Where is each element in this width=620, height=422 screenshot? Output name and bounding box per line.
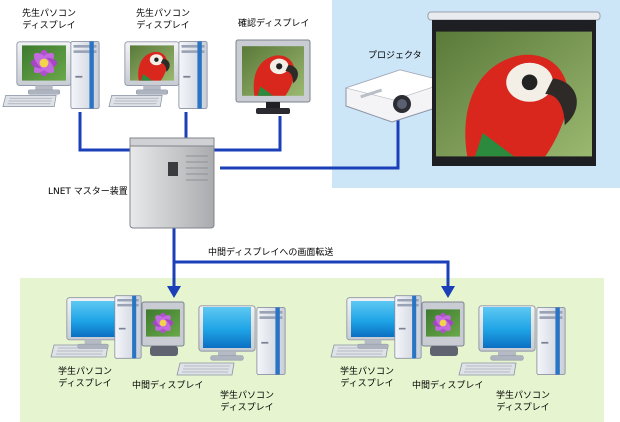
label-line: 先生パソコン [136, 9, 191, 19]
label-line: ディスプレイ [220, 403, 274, 413]
master-unit-icon [129, 137, 215, 229]
label-confirm-display: 確認ディスプレイ [238, 18, 309, 30]
label-line: プロジェクタ [368, 51, 422, 61]
cable-confirm [212, 116, 282, 152]
arrow-left [167, 286, 181, 298]
computer-icon [256, 306, 286, 376]
keyboard-icon [108, 95, 163, 107]
flower-screen-icon [426, 309, 460, 337]
cable-transfer [172, 228, 450, 288]
label-line: LNET マスター装置 [48, 187, 128, 197]
label-middle-display-right: 中間ディスプレイ [412, 380, 483, 392]
flower-screen-icon [22, 45, 66, 81]
blue-screen-icon [351, 301, 395, 337]
student-group-right [330, 295, 566, 376]
label-line: 学生パソコン [340, 367, 395, 377]
label-line: ディスプレイ [58, 379, 112, 389]
label-master-unit: LNET マスター装置 [48, 186, 128, 198]
label-screen-transfer: 中間ディスプレイへの画面転送 [208, 247, 333, 259]
label-line: ディスプレイ [136, 21, 190, 31]
label-line: 確認ディスプレイ [238, 19, 310, 29]
label-middle-display-left: 中間ディスプレイ [132, 380, 203, 392]
label-line: ディスプレイ [22, 21, 76, 31]
blue-screen-icon [71, 301, 115, 337]
network-cables [78, 112, 450, 288]
student-group-left [50, 295, 286, 376]
projector-icon [344, 69, 450, 123]
keyboard-icon [2, 95, 57, 107]
label-line: 中間ディスプレイ [412, 381, 484, 391]
label-line: 学生パソコン [496, 391, 551, 401]
label-teacher-pc-2: 先生パソコン ディスプレイ [136, 8, 190, 32]
teacher-pc-1 [2, 40, 100, 110]
label-line: 学生パソコン [58, 367, 113, 377]
computer-icon [178, 40, 208, 110]
arrow-right [441, 286, 455, 298]
label-line: 先生パソコン [22, 9, 77, 19]
label-student-pc-left-a: 学生パソコン ディスプレイ [58, 366, 112, 390]
label-student-pc-left-b: 学生パソコン ディスプレイ [220, 390, 274, 414]
blue-screen-icon [203, 307, 251, 348]
teacher-pc-2 [108, 40, 208, 110]
keyboard-icon [458, 362, 517, 376]
label-line: ディスプレイ [496, 403, 550, 413]
label-line: ディスプレイ [340, 379, 394, 389]
parrot-screen-icon [130, 45, 174, 81]
label-student-pc-right-a: 学生パソコン ディスプレイ [340, 366, 394, 390]
label-line: 学生パソコン [220, 391, 275, 401]
label-line: 中間ディスプレイへの画面転送 [208, 248, 334, 258]
label-line: 中間ディスプレイ [132, 381, 204, 391]
computer-icon [114, 295, 142, 359]
keyboard-icon [176, 362, 235, 376]
computer-icon [70, 40, 100, 110]
computer-icon [394, 295, 422, 359]
blue-screen-icon [483, 307, 531, 348]
flower-screen-icon [146, 309, 180, 337]
cable-teacher-1 [78, 112, 130, 152]
label-projector: プロジェクタ [368, 50, 422, 62]
parrot-screen-icon [436, 31, 592, 157]
label-teacher-pc-1: 先生パソコン ディスプレイ [22, 8, 76, 32]
parrot-screen-icon [242, 46, 304, 96]
label-student-pc-right-b: 学生パソコン ディスプレイ [496, 390, 550, 414]
computer-icon [536, 306, 566, 376]
projection-screen-icon [427, 11, 601, 166]
confirm-display [235, 39, 311, 114]
cable-projector [220, 115, 400, 170]
